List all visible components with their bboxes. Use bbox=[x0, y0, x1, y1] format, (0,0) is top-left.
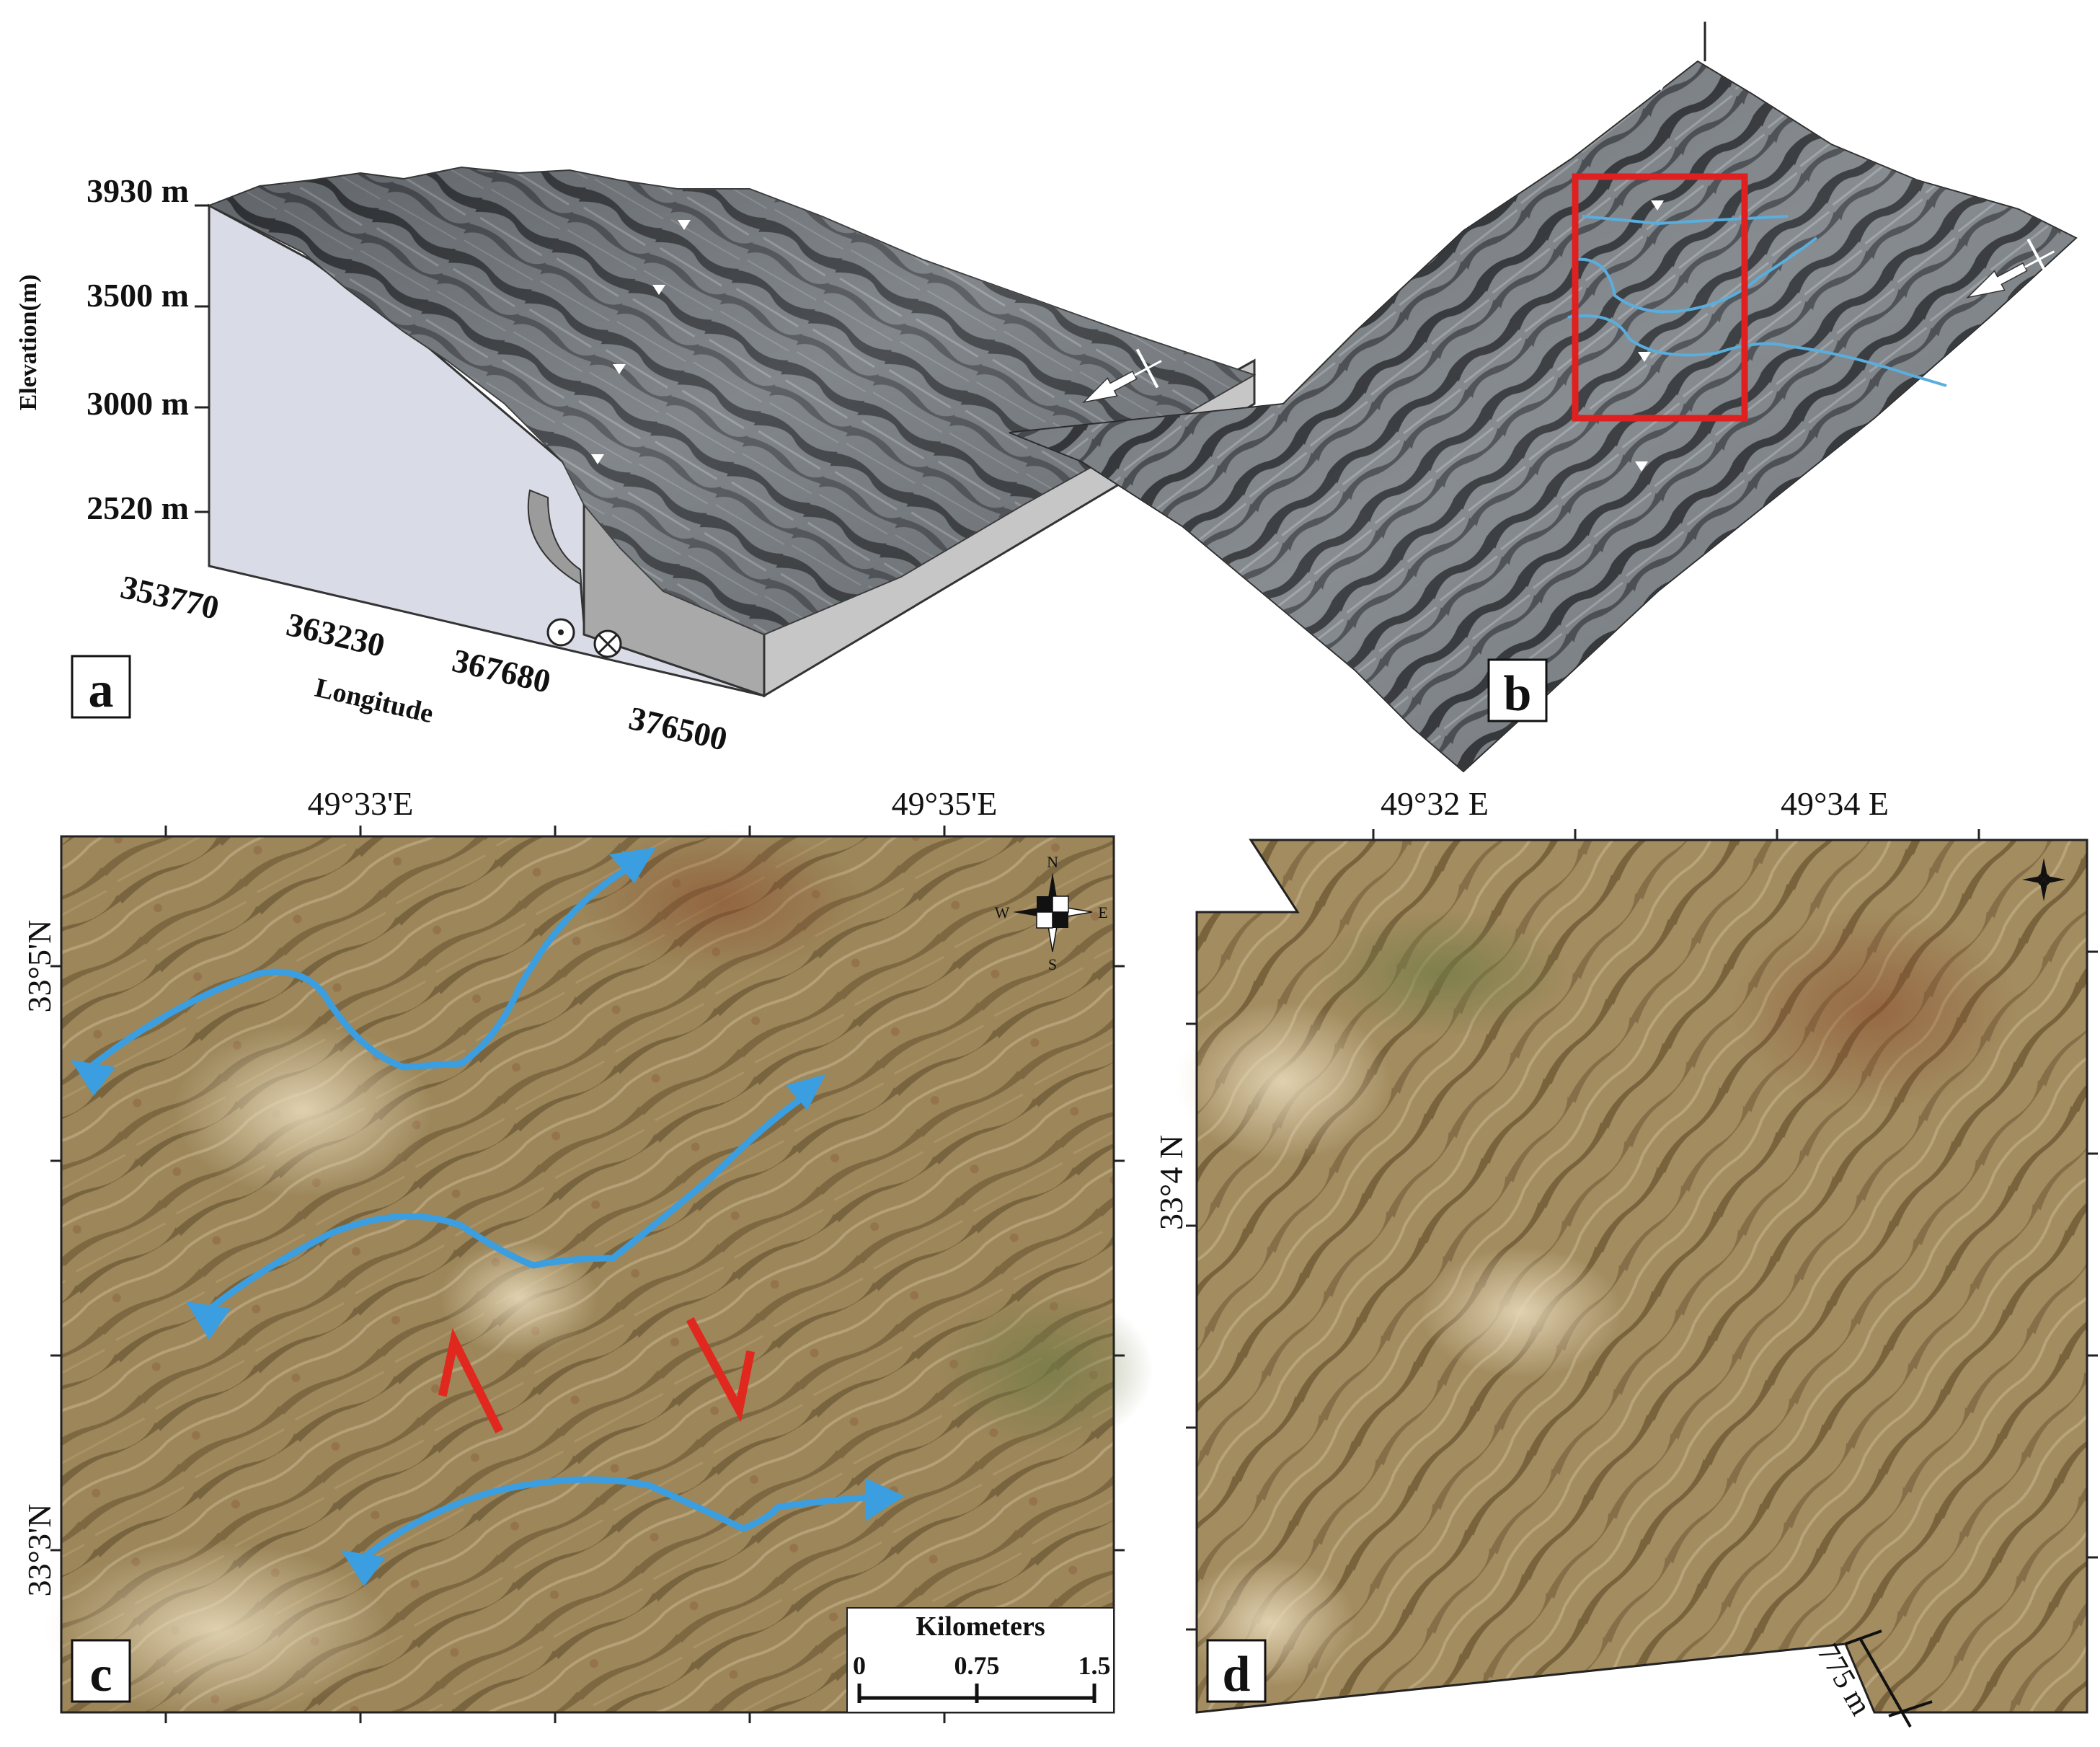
panel-label-box-d bbox=[1206, 1639, 1267, 1703]
panel-a: 3930 m 3500 m 3000 m 2520 m Elevation(m)… bbox=[15, 166, 1257, 758]
scale-tick-c-1: 0.75 bbox=[954, 1651, 1000, 1680]
left-coord-d-0: 33°4 N bbox=[1153, 1135, 1189, 1230]
stream-arrowheads-c bbox=[71, 847, 905, 1586]
study-area-box bbox=[1572, 173, 1748, 422]
scale-tick-c-2: 1.5 bbox=[1078, 1651, 1111, 1680]
panel-d: 49°32 E 49°34 E 33°4 N 775 m d bbox=[1153, 785, 2098, 1728]
longitude-axis-title: Longitude bbox=[312, 673, 436, 729]
left-coord-c-1: 33°3'N bbox=[21, 1504, 58, 1597]
shear-arrow-right bbox=[686, 1317, 756, 1423]
elev-tick-1: 3500 m bbox=[87, 277, 189, 314]
compass-e: E bbox=[1098, 903, 1107, 921]
panel-label-c: c bbox=[89, 1647, 112, 1702]
compass-rose-d bbox=[2022, 858, 2065, 901]
top-coord-d-1: 49°34 E bbox=[1781, 785, 1889, 822]
frame-ticks-c bbox=[50, 826, 1125, 1723]
panel-label-a: a bbox=[89, 663, 114, 718]
elev-tick-3: 2520 m bbox=[87, 490, 189, 526]
compass-n: N bbox=[1047, 853, 1058, 871]
lon-tick-0: 353770 bbox=[118, 568, 223, 627]
top-coord-c-1: 49°35'E bbox=[892, 785, 998, 822]
shear-arrow-left bbox=[438, 1328, 504, 1434]
fault-markers-a bbox=[591, 220, 691, 464]
north-arrow-a bbox=[1081, 348, 1162, 404]
lon-tick-1: 363230 bbox=[283, 606, 389, 664]
stream-1 bbox=[87, 865, 631, 1071]
scale-tick-c-0: 0 bbox=[853, 1651, 866, 1680]
fault-symbol-out bbox=[546, 618, 575, 647]
lon-tick-3: 376500 bbox=[626, 699, 731, 758]
frame-ticks-d bbox=[1186, 829, 2098, 1631]
stream-2 bbox=[202, 1096, 804, 1316]
fault-notch bbox=[527, 489, 585, 628]
deflected-streams-c bbox=[87, 865, 890, 1561]
elev-tick-0: 3930 m bbox=[87, 172, 189, 209]
left-coord-c-0: 33°5'N bbox=[21, 920, 58, 1013]
panel-c: 49°33'E 49°35'E 33°5'N 33°3'N bbox=[21, 785, 1153, 1723]
compass-s: S bbox=[1048, 955, 1057, 973]
lon-tick-2: 367680 bbox=[449, 642, 554, 700]
top-coord-c-0: 49°33'E bbox=[308, 785, 414, 822]
north-arrow-b bbox=[1966, 238, 2055, 298]
drainage-lines-b bbox=[1567, 215, 1947, 387]
panel-label-box-c bbox=[71, 1639, 131, 1703]
panel-label-box-b bbox=[1487, 658, 1548, 722]
scale-bar-c: Kilometers 0 0.75 1.5 bbox=[846, 1607, 1115, 1713]
panel-label-box-a bbox=[71, 655, 131, 719]
scale-title-c: Kilometers bbox=[916, 1611, 1045, 1642]
fault-symbol-in bbox=[593, 629, 622, 658]
elev-tick-2: 3000 m bbox=[87, 385, 189, 422]
panel-b: b bbox=[1009, 22, 2078, 773]
panel-label-d: d bbox=[1223, 1647, 1251, 1702]
fault-markers-b bbox=[1635, 81, 1671, 619]
elevation-axis: 3930 m 3500 m 3000 m 2520 m Elevation(m) bbox=[15, 172, 209, 526]
compass-w: W bbox=[995, 903, 1010, 921]
stream-3 bbox=[360, 1476, 890, 1561]
top-coord-d-0: 49°32 E bbox=[1381, 785, 1489, 822]
panel-label-b: b bbox=[1504, 666, 1532, 722]
shear-arrows-c bbox=[438, 1317, 756, 1434]
elevation-axis-title: Elevation(m) bbox=[15, 275, 42, 411]
compass-rose-c: N S E W bbox=[995, 853, 1108, 973]
